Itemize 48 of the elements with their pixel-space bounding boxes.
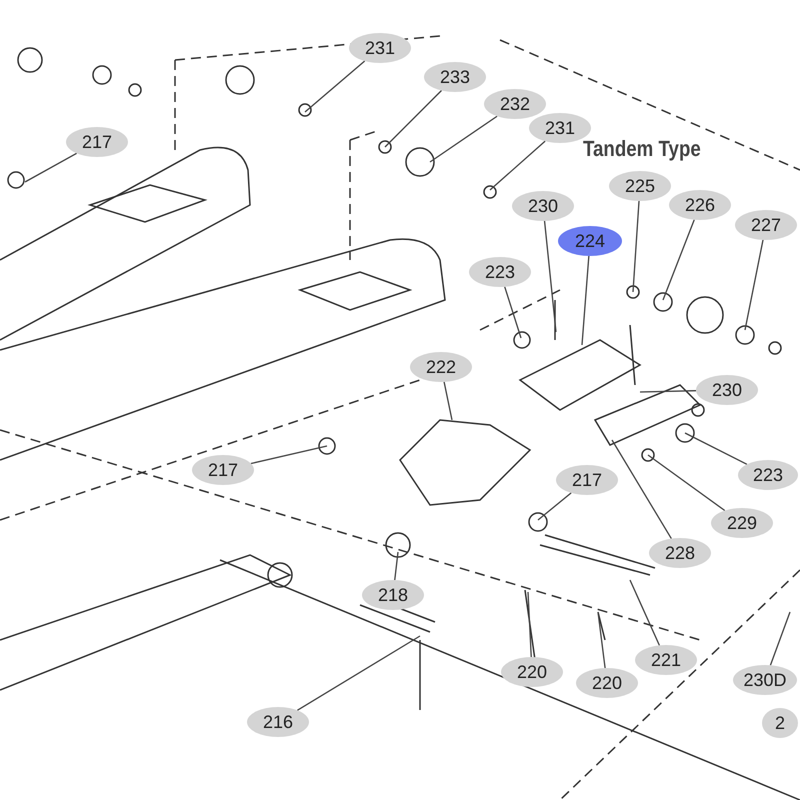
callout-number: 223 <box>738 460 798 490</box>
leader-line <box>611 440 672 539</box>
leader-line <box>24 152 77 183</box>
callout-number: 231 <box>349 33 411 63</box>
leader-line <box>304 60 366 112</box>
leader-line <box>632 200 640 292</box>
leader-line <box>504 286 522 338</box>
leader-line <box>629 580 660 646</box>
leader-line <box>648 454 726 512</box>
callout-number: 220 <box>576 668 638 698</box>
leader-line <box>490 140 546 190</box>
callout-number: 2 <box>762 708 798 738</box>
leader-line <box>384 90 442 148</box>
callout-number: 228 <box>649 538 711 568</box>
leader-line <box>544 220 557 332</box>
leader-line <box>297 635 420 711</box>
callout-number: 225 <box>609 171 671 201</box>
leader-line <box>597 612 606 668</box>
leader-line <box>640 390 696 393</box>
leader-line <box>684 432 748 465</box>
leader-line <box>770 612 791 666</box>
callout-number: 217 <box>66 127 128 157</box>
callout-number: 230 <box>696 375 758 405</box>
callout-number: 221 <box>635 645 697 675</box>
callout-number: 226 <box>669 190 731 220</box>
leader-line <box>662 220 695 300</box>
leader-line <box>581 256 590 346</box>
callout-number: 217 <box>556 465 618 495</box>
callout-number: 229 <box>711 508 773 538</box>
leader-line <box>443 382 453 420</box>
callout-number: 230D <box>733 665 797 695</box>
leader-line <box>744 240 764 330</box>
callout-number: 222 <box>410 352 472 382</box>
leader-line <box>430 116 498 163</box>
callout-number: 223 <box>469 257 531 287</box>
callout-number: 224 <box>558 226 622 256</box>
callout-number: 232 <box>484 89 546 119</box>
callout-number: 230 <box>512 191 574 221</box>
leader-line <box>538 492 572 520</box>
leader-line <box>394 552 399 580</box>
callout-number: 220 <box>501 657 563 687</box>
leader-line <box>250 445 328 464</box>
leader-line <box>527 592 532 658</box>
callout-number: 233 <box>424 62 486 92</box>
callout-number: 217 <box>192 455 254 485</box>
callout-number: 216 <box>247 707 309 737</box>
callout-number: 218 <box>362 580 424 610</box>
callout-number: 227 <box>735 210 797 240</box>
